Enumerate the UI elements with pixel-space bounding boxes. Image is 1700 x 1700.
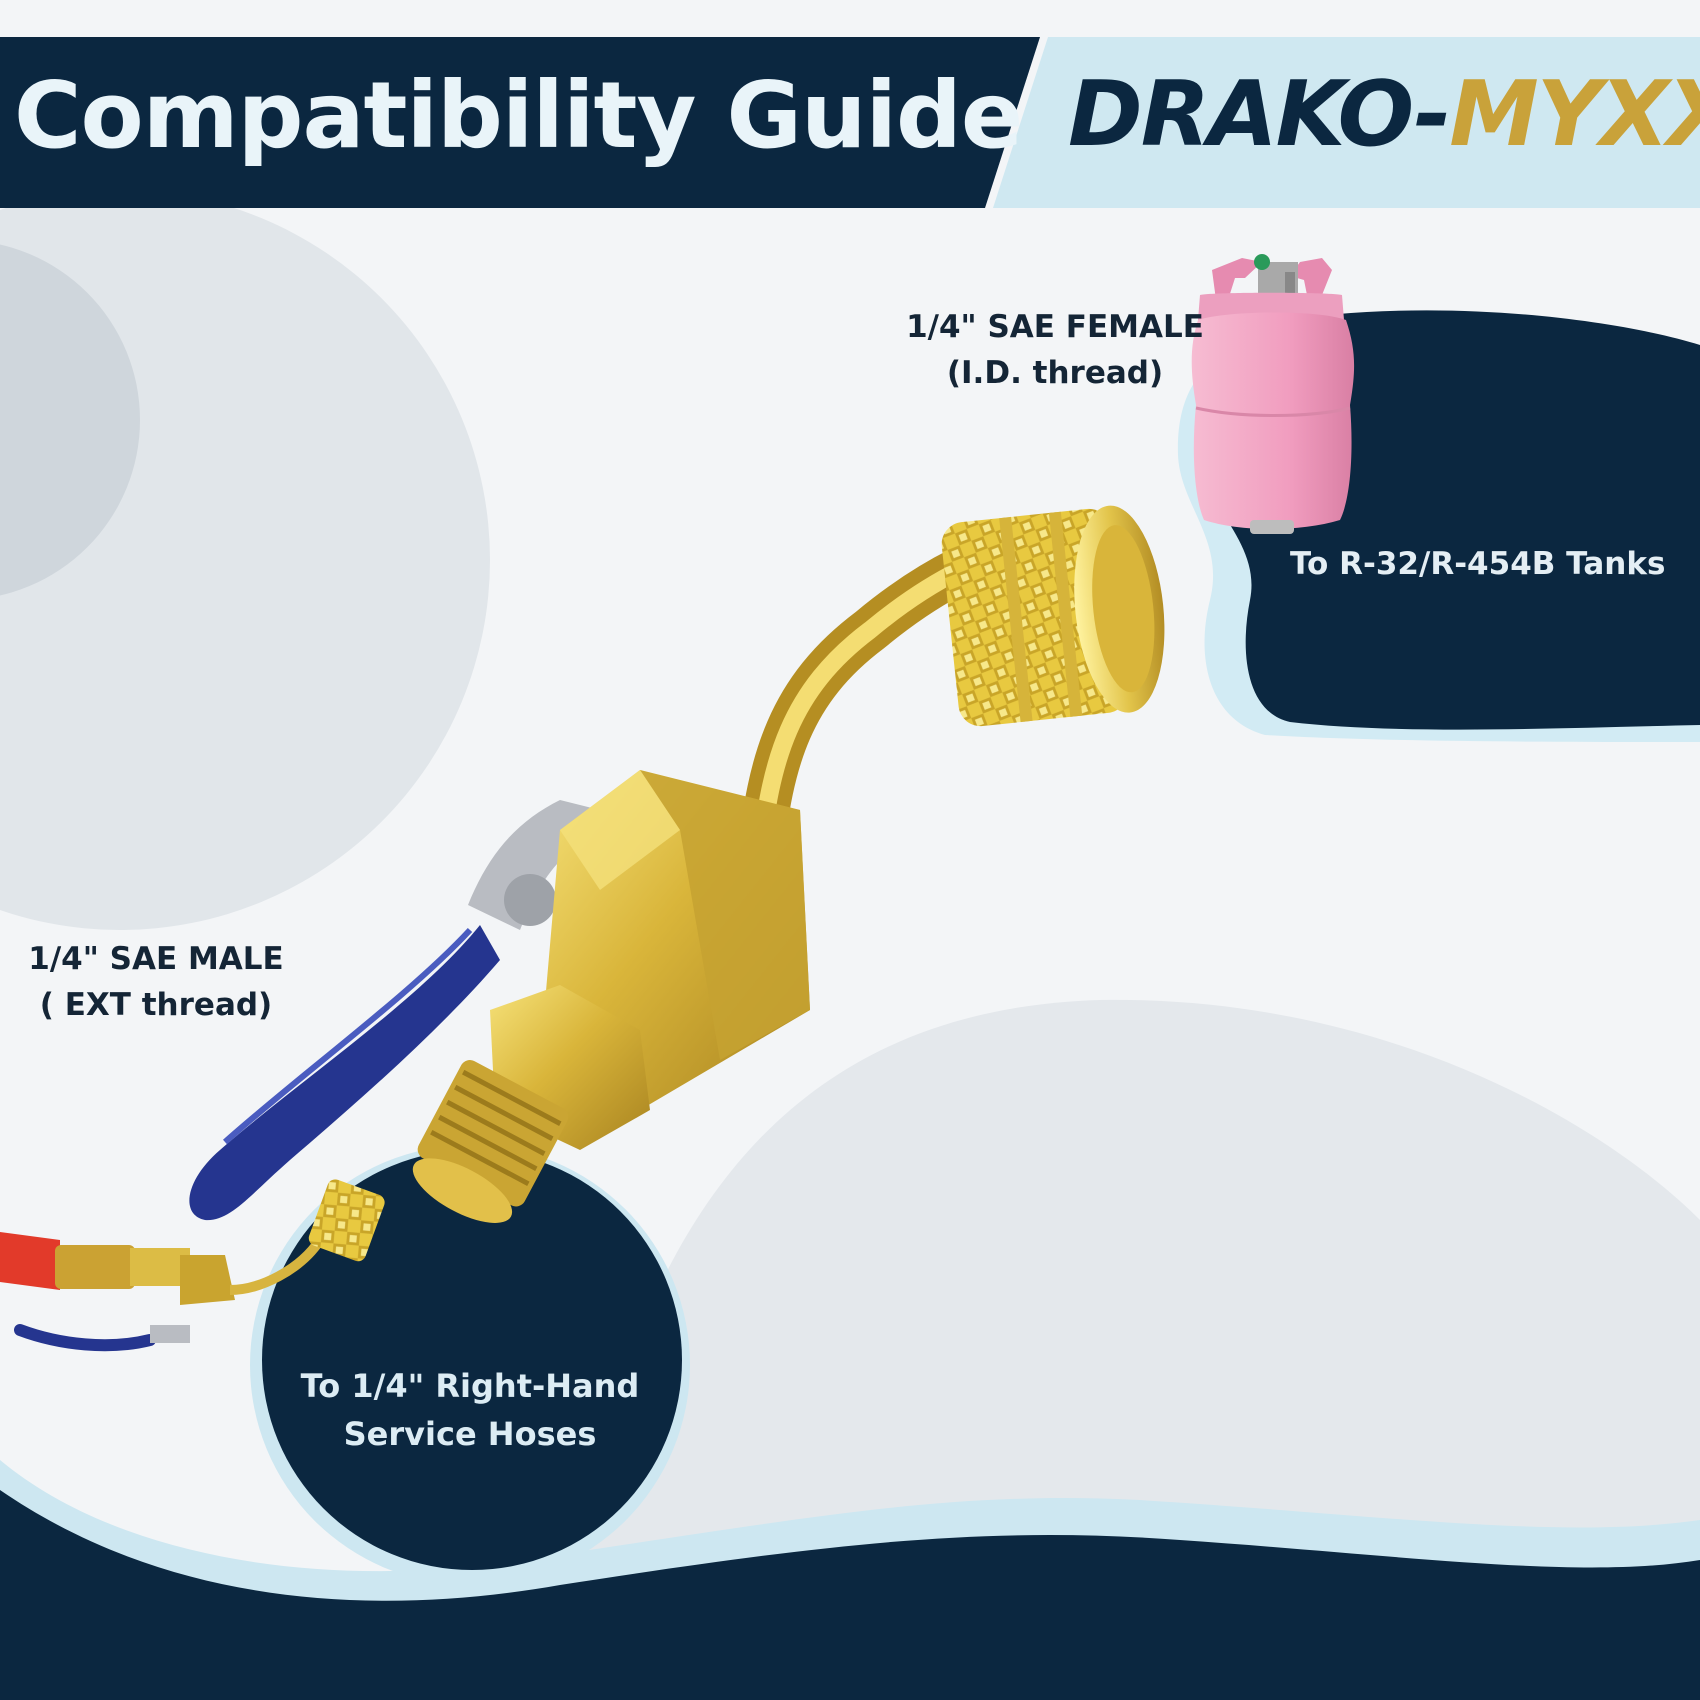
hoses-label-line2: Service Hoses [343, 1415, 597, 1453]
male-thread-label-line2: ( EXT thread) [39, 987, 273, 1023]
tanks-label: To R-32/R-454B Tanks [1290, 546, 1666, 582]
brand-logo-part1: DRAKO- [1068, 62, 1451, 167]
brand-logo-part2: MYXX [1449, 62, 1700, 167]
service-hose-image [0, 1179, 385, 1352]
male-thread-label-line1: 1/4" SAE MALE [28, 941, 284, 977]
refrigerant-tank-image [1191, 254, 1355, 534]
male-thread-label: 1/4" SAE MALE ( EXT thread) [0, 936, 312, 1028]
hoses-label-line1: To 1/4" Right-Hand [300, 1367, 640, 1405]
female-thread-label-line1: 1/4" SAE FEMALE [906, 309, 1204, 345]
brand-logo: DRAKO-MYXX [1068, 62, 1700, 167]
brass-adapter-image [189, 505, 1165, 1223]
page-title: Compatibility Guide [14, 62, 1023, 169]
hoses-label: To 1/4" Right-Hand Service Hoses [270, 1362, 670, 1458]
female-thread-label: 1/4" SAE FEMALE (I.D. thread) [905, 304, 1205, 396]
female-thread-label-line2: (I.D. thread) [946, 355, 1164, 391]
